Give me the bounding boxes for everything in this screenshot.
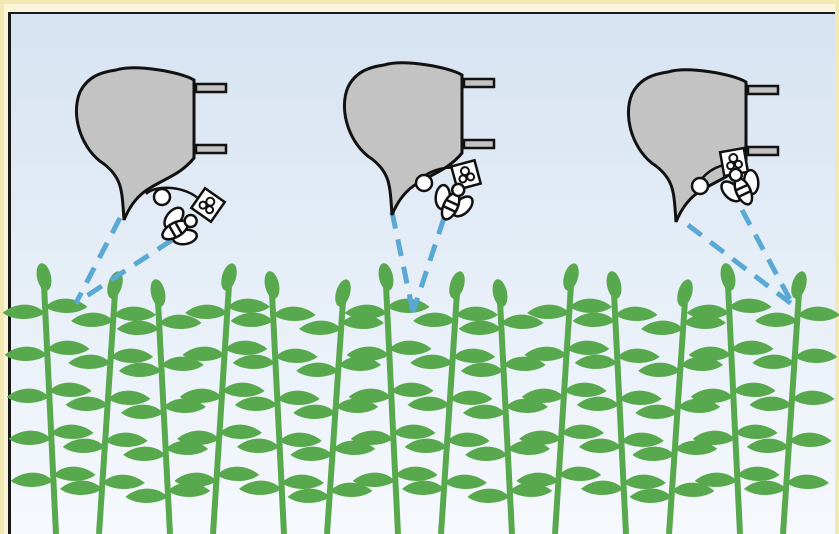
nozzle-ball (416, 175, 432, 191)
nozzle-ball (154, 189, 170, 205)
nozzle-ball (692, 178, 708, 194)
